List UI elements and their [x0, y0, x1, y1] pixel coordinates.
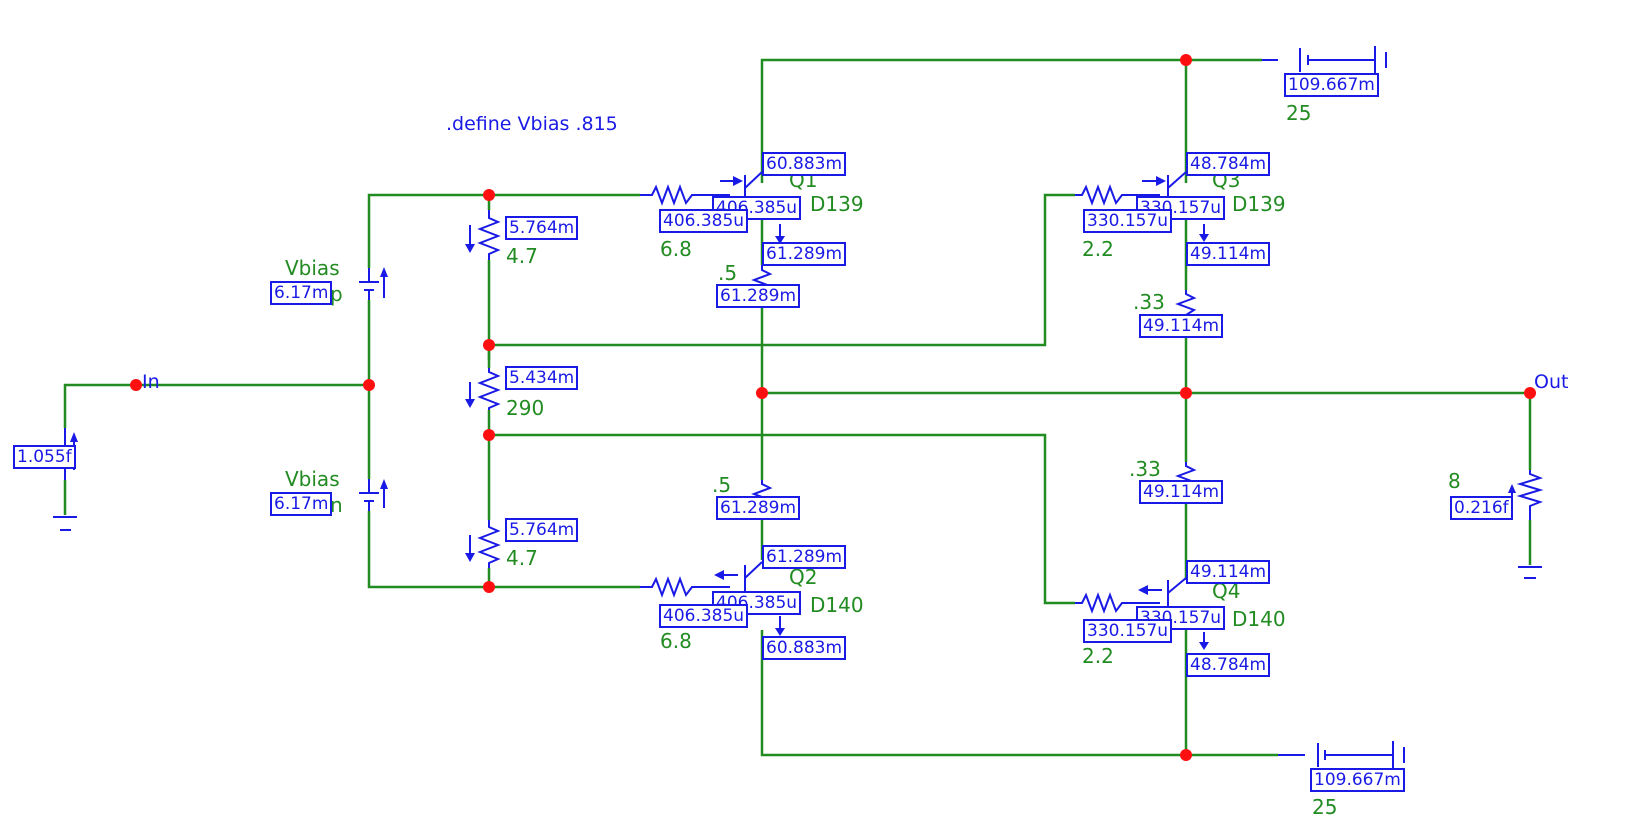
q4-emitter-res-value: .33 — [1129, 457, 1161, 481]
q2-base-res-value: 6.8 — [660, 629, 692, 653]
q2-name: Q2 — [789, 565, 818, 589]
vbias-top-current-probe[interactable]: 6.17m — [270, 281, 333, 305]
bottom-supply-current-probe[interactable]: 109.667m — [1310, 768, 1405, 792]
q4-base-res-value: 2.2 — [1082, 644, 1114, 668]
q4-name: Q4 — [1212, 579, 1241, 603]
pot-top-value: 4.7 — [506, 244, 538, 268]
q2-emitter-current-probe[interactable]: 61.289m — [762, 545, 847, 569]
q3-emitter-res-value: .33 — [1133, 290, 1165, 314]
vbias-top-name: Vbias — [285, 256, 340, 280]
spice-directive: .define Vbias .815 — [446, 113, 618, 135]
q1-emitter-res-value: .5 — [718, 261, 738, 285]
q1-collector-current-probe[interactable]: 60.883m — [762, 152, 847, 176]
q4-model: D140 — [1232, 607, 1286, 631]
q4-emitter-res-current-probe[interactable]: 49.114m — [1139, 480, 1224, 504]
input-node-label: In — [142, 371, 160, 393]
q1-emitter-current-probe[interactable]: 61.289m — [762, 242, 847, 266]
q4-base-res-current-probe[interactable]: 330.157u — [1083, 619, 1173, 643]
q4-collector-current-probe[interactable]: 48.784m — [1186, 653, 1271, 677]
load-value: 8 — [1448, 469, 1461, 493]
q3-emitter-current-probe[interactable]: 49.114m — [1186, 242, 1271, 266]
pot-mid-current-probe[interactable]: 5.434m — [505, 366, 579, 390]
node-dots — [130, 54, 1536, 761]
q2-base-res-current-probe[interactable]: 406.385u — [659, 604, 749, 628]
output-node-label: Out — [1534, 371, 1569, 393]
q3-base-res-value: 2.2 — [1082, 237, 1114, 261]
q3-base-res-current-probe[interactable]: 330.157u — [1083, 209, 1173, 233]
q1-base-res-value: 6.8 — [660, 237, 692, 261]
vbias-bottom-suffix: n — [330, 493, 343, 517]
q1-emitter-res-current-probe[interactable]: 61.289m — [716, 284, 801, 308]
q2-model: D140 — [810, 593, 864, 617]
q2-emitter-res-current-probe[interactable]: 61.289m — [716, 496, 801, 520]
q3-collector-current-probe[interactable]: 48.784m — [1186, 152, 1271, 176]
q2-collector-current-probe[interactable]: 60.883m — [762, 636, 847, 660]
vbias-bottom-current-probe[interactable]: 6.17m — [270, 492, 333, 516]
top-supply-voltage: 25 — [1286, 101, 1312, 125]
q3-model: D139 — [1232, 192, 1286, 216]
q4-emitter-current-probe[interactable]: 49.114m — [1186, 560, 1271, 584]
q1-base-res-current-probe[interactable]: 406.385u — [659, 209, 749, 233]
load-current-probe[interactable]: 0.216f — [1450, 496, 1513, 520]
pot-bottom-current-probe[interactable]: 5.764m — [505, 518, 579, 542]
q1-model: D139 — [810, 192, 864, 216]
vbias-top-suffix: p — [330, 282, 343, 306]
top-supply-current-probe[interactable]: 109.667m — [1284, 73, 1379, 97]
bottom-supply-voltage: 25 — [1312, 795, 1338, 819]
q3-emitter-res-current-probe[interactable]: 49.114m — [1139, 314, 1224, 338]
pot-top-current-probe[interactable]: 5.764m — [505, 216, 579, 240]
pot-bottom-value: 4.7 — [506, 546, 538, 570]
vbias-bottom-name: Vbias — [285, 467, 340, 491]
pot-mid-value: 290 — [506, 396, 545, 420]
input-current-probe[interactable]: 1.055f — [13, 445, 76, 469]
q2-emitter-res-value: .5 — [712, 473, 732, 497]
